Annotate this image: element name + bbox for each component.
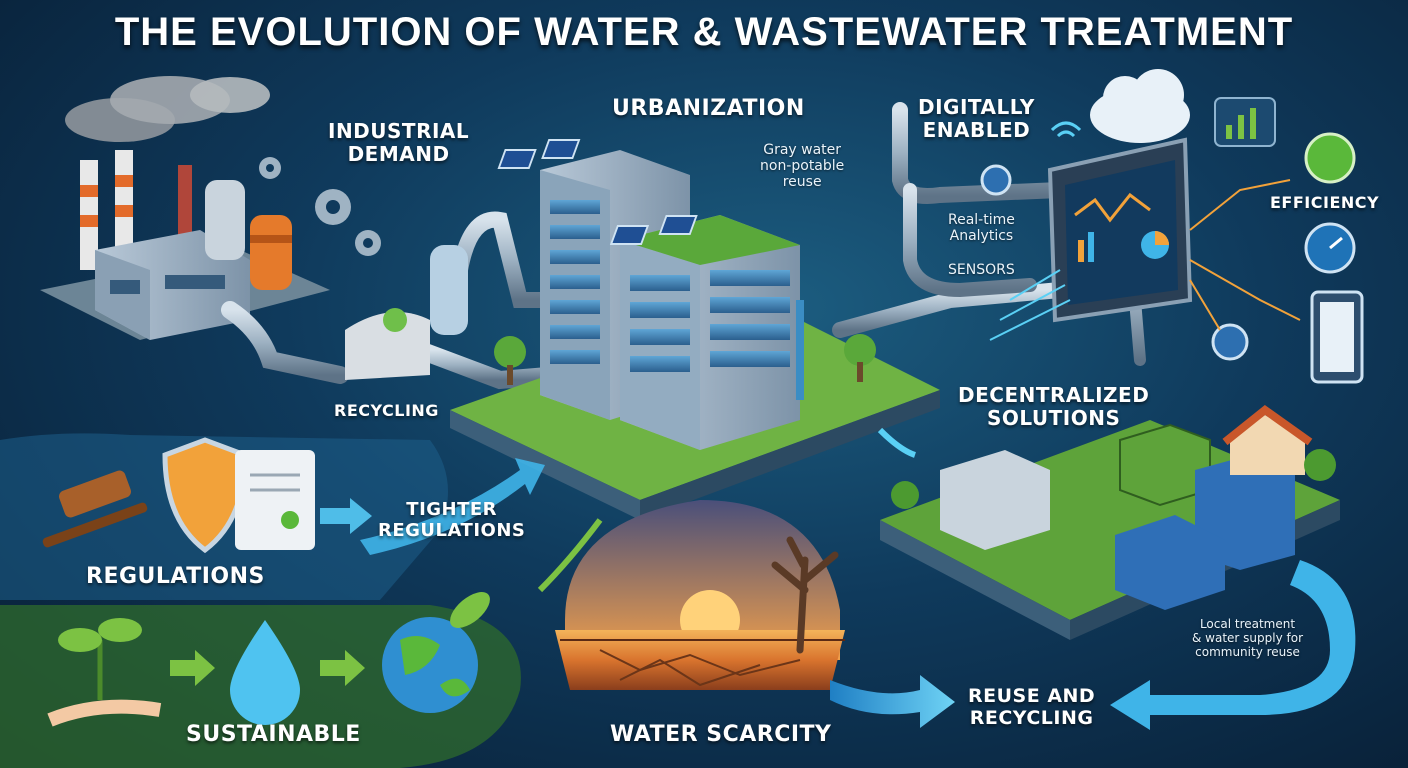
label-water-scarcity: WATER SCARCITY <box>610 722 832 747</box>
gauge-icon <box>1304 222 1356 274</box>
water-scarcity-scene <box>555 500 845 690</box>
label-industrial-demand: INDUSTRIAL DEMAND <box>328 119 470 166</box>
container-icon <box>940 423 1295 610</box>
arrow-green-left <box>537 518 603 593</box>
factory-icon <box>40 76 330 340</box>
arrow-green-1 <box>170 650 215 686</box>
arrow-right-reg <box>320 498 372 534</box>
wifi-icon <box>1050 121 1082 138</box>
globe-icon <box>382 592 490 713</box>
recycle-icon <box>345 245 468 380</box>
page-title: THE EVOLUTION OF WATER & WASTEWATER TREA… <box>114 10 1294 54</box>
label-urbanization: URBANIZATION <box>612 96 805 121</box>
label-recycling: RECYCLING <box>334 401 439 420</box>
label-sustainable: SUSTAINABLE <box>186 722 361 747</box>
label-decentralized-solutions: DECENTRALIZED SOLUTIONS <box>958 383 1150 430</box>
solar-panel-icon <box>497 139 698 245</box>
label-digitally-enabled: DIGITALLY ENABLED <box>918 95 1035 142</box>
house-icon <box>1222 404 1313 475</box>
label-regulations: REGULATIONS <box>86 564 265 589</box>
arrow-urban-to-decentral <box>877 427 917 458</box>
battery-icon <box>1304 132 1356 184</box>
gear-icon <box>259 157 381 256</box>
note-sensors: SENSORS <box>948 262 1015 278</box>
dead-tree-icon <box>771 536 839 654</box>
tablet-icon <box>1310 290 1364 384</box>
label-reuse-and-recycling: REUSE AND RECYCLING <box>968 685 1096 729</box>
sprout-icon <box>47 618 162 727</box>
note-local-treatment: Local treatment & water supply for commu… <box>1192 617 1304 659</box>
gavel-icon <box>42 470 148 548</box>
note-real-time-analytics: Real-time Analytics <box>948 212 1015 245</box>
document-icon <box>235 450 315 550</box>
arrow-scarcity-to-reuse <box>830 675 955 728</box>
label-tighter-regulations: TIGHTER REGULATIONS <box>378 499 526 541</box>
label-efficiency: EFFICIENCY <box>1270 193 1380 212</box>
building-icon <box>540 150 800 450</box>
arrow-green-2 <box>320 650 365 686</box>
note-gray-water: Gray water non-potable reuse <box>760 142 845 191</box>
settings-gear-icon <box>1211 323 1249 361</box>
chart-icon <box>1214 97 1276 147</box>
water-drop-icon <box>980 164 1012 196</box>
arrow-loop-reuse <box>1110 560 1356 730</box>
arrow-tighter-regulations <box>360 458 545 555</box>
monitor-icon <box>1047 137 1193 323</box>
cloud-icon <box>1090 69 1190 143</box>
water-drop-icon <box>230 620 300 725</box>
